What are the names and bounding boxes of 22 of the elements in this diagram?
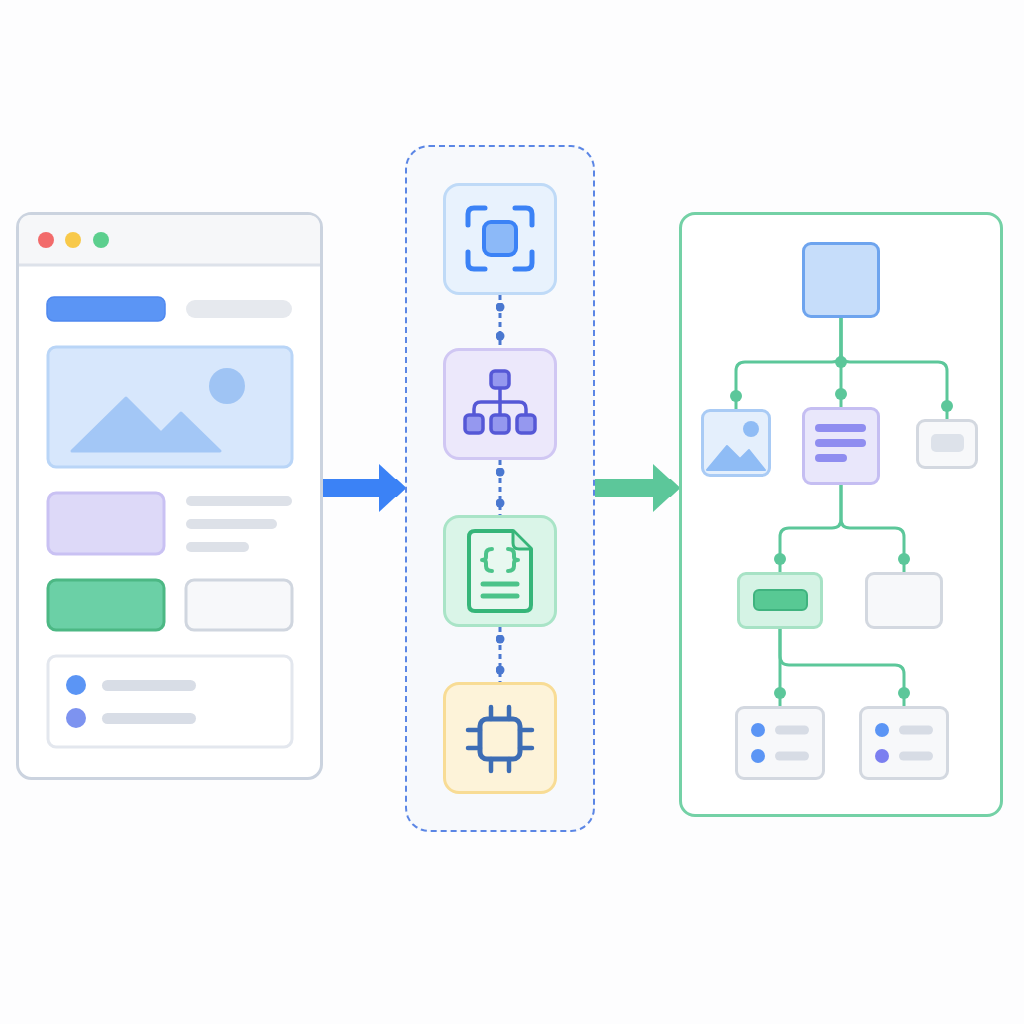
tree-panel bbox=[679, 212, 1003, 817]
root-block bbox=[802, 242, 880, 318]
text-block bbox=[802, 407, 880, 485]
empty-block bbox=[865, 572, 943, 629]
arrow bbox=[323, 464, 405, 512]
browser-wireframe-illustration bbox=[16, 212, 323, 780]
step-tile bbox=[443, 682, 557, 794]
button-block bbox=[916, 419, 978, 469]
dotted-connector bbox=[495, 627, 505, 682]
connector-line bbox=[778, 629, 910, 706]
list-block bbox=[859, 706, 949, 780]
step-tile bbox=[443, 348, 557, 460]
component-block bbox=[737, 572, 823, 629]
arrow bbox=[595, 464, 679, 512]
connector-line bbox=[839, 318, 953, 419]
step-tile bbox=[443, 183, 557, 295]
dotted-connector bbox=[495, 460, 505, 515]
dotted-connector bbox=[495, 295, 505, 348]
connector-line bbox=[839, 485, 910, 572]
pipeline-panel bbox=[405, 145, 595, 832]
step-tile bbox=[443, 515, 557, 627]
list-block bbox=[735, 706, 825, 780]
